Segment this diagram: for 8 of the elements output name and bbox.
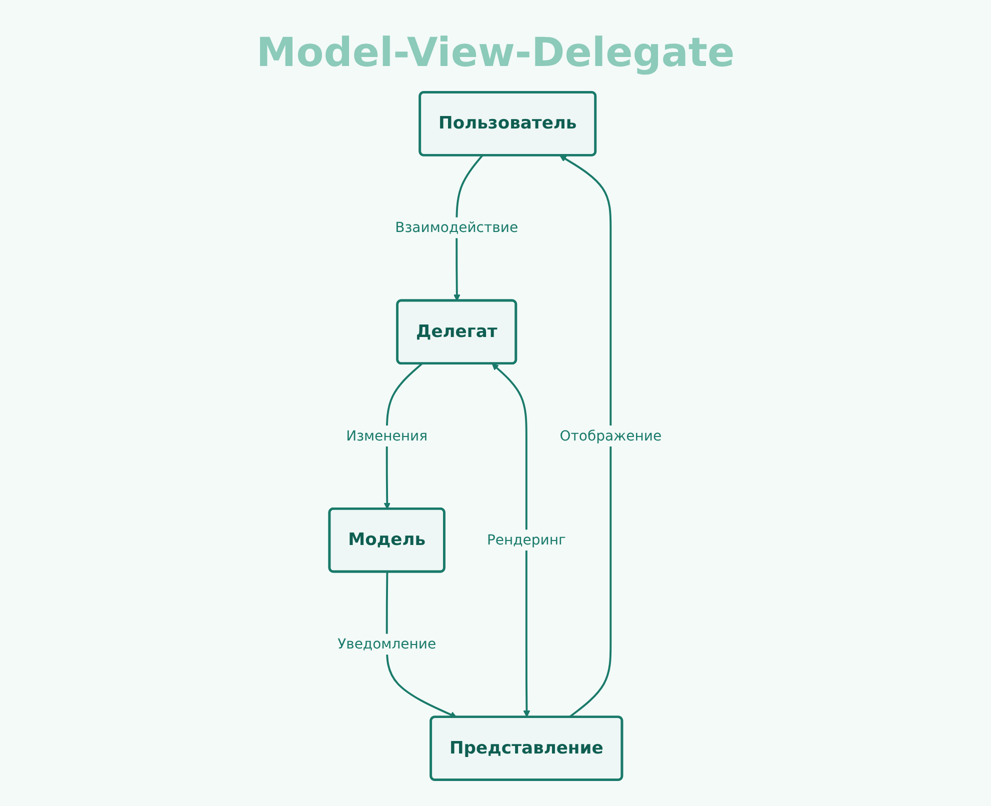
edge-label: Уведомление — [338, 636, 436, 652]
arrow — [492, 363, 530, 718]
diagram-title: Model-View-Delegate — [256, 30, 735, 76]
edge-label: Взаимодействие — [395, 220, 518, 236]
edge-label: Изменения — [346, 428, 428, 444]
edge-label: Рендеринг — [486, 532, 566, 548]
edge-label: Отображение — [560, 428, 662, 444]
arrow — [386, 572, 457, 718]
